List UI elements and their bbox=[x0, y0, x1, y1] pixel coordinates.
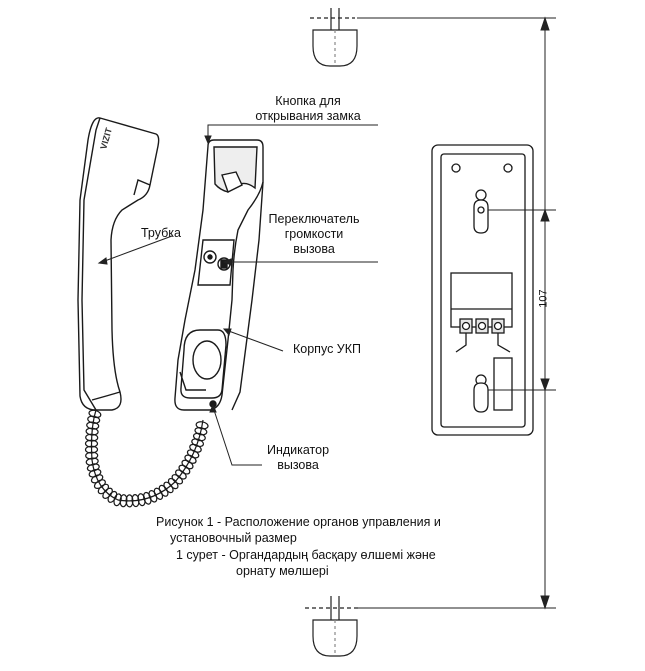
cord-coil bbox=[175, 469, 187, 480]
label-volume-switch-line3: вызова bbox=[293, 242, 335, 256]
cord-coil bbox=[191, 438, 204, 448]
cord-coil bbox=[158, 484, 169, 497]
cord-coil bbox=[178, 464, 191, 475]
label-lock-button-line1: Кнопка для bbox=[275, 94, 341, 108]
cord-coil bbox=[131, 494, 140, 508]
cord-coil bbox=[184, 454, 197, 464]
handset: VIZIT bbox=[77, 117, 160, 411]
cord-coil bbox=[125, 494, 134, 508]
dimension-107-text: 107 bbox=[537, 289, 550, 308]
label-handset: Трубка bbox=[136, 226, 186, 241]
cord-coil bbox=[85, 427, 99, 436]
label-body-text: Корпус УКП bbox=[293, 342, 361, 356]
label-indicator-line1: Индикатор bbox=[266, 443, 330, 457]
cord-coil bbox=[84, 439, 99, 448]
caption-line-2: установочный размер bbox=[170, 531, 297, 545]
cord-coil bbox=[186, 449, 200, 459]
label-body: Корпус УКП bbox=[282, 342, 372, 357]
cord-coil bbox=[88, 409, 102, 419]
cord-coil bbox=[167, 477, 179, 490]
cord-coil bbox=[137, 493, 146, 507]
cord-coil bbox=[85, 457, 99, 466]
cord-coil bbox=[113, 493, 122, 507]
cord-coil bbox=[93, 479, 106, 490]
label-volume-switch-line2: громкости bbox=[284, 227, 344, 241]
label-handset-text: Трубка bbox=[141, 226, 181, 240]
cord-coil bbox=[90, 474, 104, 484]
coiled-cord bbox=[84, 409, 209, 508]
cord-coil bbox=[194, 427, 208, 436]
label-volume-switch-line1: Переключатель bbox=[268, 212, 360, 226]
cord-coil bbox=[195, 421, 209, 430]
cord-coil bbox=[85, 451, 99, 460]
cord-coil bbox=[86, 463, 100, 472]
caption-line-4: орнату мөлшері bbox=[236, 564, 329, 578]
caption-line-3: 1 сурет - Органдардың басқару өлшемі жән… bbox=[176, 548, 436, 562]
cord-coil bbox=[84, 445, 99, 454]
cord-coil bbox=[163, 481, 174, 494]
cord-coil bbox=[88, 468, 102, 478]
cord-coil bbox=[97, 483, 110, 495]
bottom-anchor bbox=[305, 596, 360, 657]
cord-coil bbox=[102, 487, 113, 499]
cord-coil bbox=[86, 421, 100, 430]
cord-coil bbox=[189, 443, 202, 453]
cord-coil bbox=[192, 432, 206, 442]
label-lock-button-line2: открывания замка bbox=[255, 109, 361, 123]
mounting-back-view bbox=[431, 144, 534, 436]
dimension-107 bbox=[488, 208, 556, 392]
label-volume-switch: Переключатель громкости вызова bbox=[264, 212, 364, 257]
cord-coil bbox=[85, 433, 99, 442]
label-indicator-line2: вызова bbox=[277, 458, 319, 472]
label-lock-button: Кнопка для открывания замка bbox=[248, 94, 368, 124]
top-anchor bbox=[310, 8, 358, 67]
cord-coil bbox=[119, 494, 128, 508]
cord-coil bbox=[171, 474, 184, 485]
intercom-body bbox=[174, 139, 264, 411]
cord-coil bbox=[153, 487, 164, 500]
cord-coil bbox=[181, 459, 194, 470]
caption-line-1: Рисунок 1 - Расположение органов управле… bbox=[156, 515, 441, 529]
cord-coil bbox=[87, 415, 101, 424]
dimension-107-label: 107 bbox=[537, 279, 552, 319]
leader-lines bbox=[97, 124, 378, 466]
label-indicator: Индикатор вызова bbox=[258, 443, 338, 473]
cord-coil bbox=[107, 490, 118, 503]
cord-coil bbox=[148, 490, 158, 503]
cord-coil bbox=[143, 491, 152, 505]
